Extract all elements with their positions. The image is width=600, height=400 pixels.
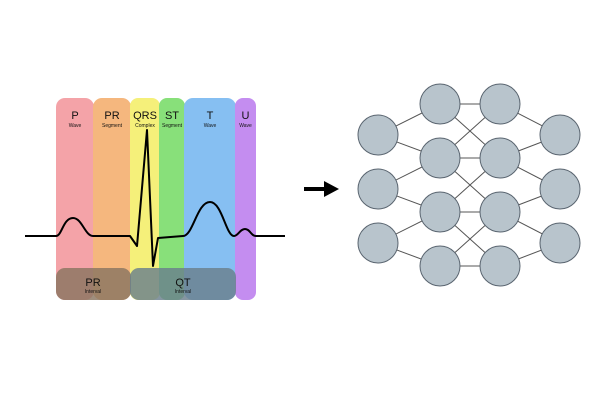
ecg-band-pr-sublabel: Segment — [102, 123, 123, 129]
ecg-band-u-label: U — [242, 110, 250, 122]
network-node-layer1-1 — [357, 114, 399, 156]
ecg-bands — [56, 98, 256, 300]
network-edges — [377, 103, 561, 267]
ecg-band-qrs-sublabel: Complex — [135, 123, 155, 129]
network-node-layer2-1 — [419, 83, 461, 125]
ecg-panel: P Wave PR Segment QRS Complex ST Segment… — [25, 98, 285, 300]
ecg-band-pr — [93, 98, 131, 300]
ecg-intervals: PR Interval QT Interval — [56, 268, 236, 300]
ecg-band-p — [56, 98, 94, 300]
ecg-band-st-label: ST — [165, 110, 179, 122]
ecg-band-t-sublabel: Wave — [204, 123, 217, 129]
ecg-interval-qt-sublabel: Interval — [175, 289, 191, 295]
network-node-layer2-4 — [419, 245, 461, 287]
ecg-band-labels: P Wave PR Segment QRS Complex ST Segment… — [69, 110, 252, 129]
network-node-layer4-3 — [539, 222, 581, 264]
ecg-interval-qt — [130, 268, 236, 300]
network-node-layer3-2 — [479, 137, 521, 179]
ecg-interval-pr-label: PR — [85, 277, 100, 289]
ecg-band-t-label: T — [207, 110, 214, 122]
network-node-layer3-3 — [479, 191, 521, 233]
ecg-interval-qt-label: QT — [175, 277, 191, 289]
ecg-band-u — [235, 98, 256, 300]
ecg-interval-pr — [56, 268, 131, 300]
ecg-band-u-sublabel: Wave — [239, 123, 252, 129]
network-nodes — [357, 83, 581, 287]
network-node-layer2-3 — [419, 191, 461, 233]
network-node-layer1-2 — [357, 168, 399, 210]
ecg-band-pr-label: PR — [104, 110, 119, 122]
ecg-band-st — [159, 98, 185, 300]
network-node-layer4-1 — [539, 114, 581, 156]
ecg-band-p-sublabel: Wave — [69, 123, 82, 129]
network-node-layer4-2 — [539, 168, 581, 210]
ecg-band-t — [184, 98, 236, 300]
network-node-layer2-2 — [419, 137, 461, 179]
ecg-interval-pr-sublabel: Interval — [85, 289, 101, 295]
ecg-trace — [25, 129, 285, 267]
network-node-layer3-1 — [479, 83, 521, 125]
arrow-head — [324, 181, 339, 197]
network-node-layer1-3 — [357, 222, 399, 264]
arrow-right — [304, 181, 339, 197]
ecg-band-qrs-label: QRS — [133, 110, 157, 122]
neural-network — [357, 83, 581, 287]
network-node-layer3-4 — [479, 245, 521, 287]
ecg-band-st-sublabel: Segment — [162, 123, 183, 129]
ecg-band-p-label: P — [71, 110, 78, 122]
